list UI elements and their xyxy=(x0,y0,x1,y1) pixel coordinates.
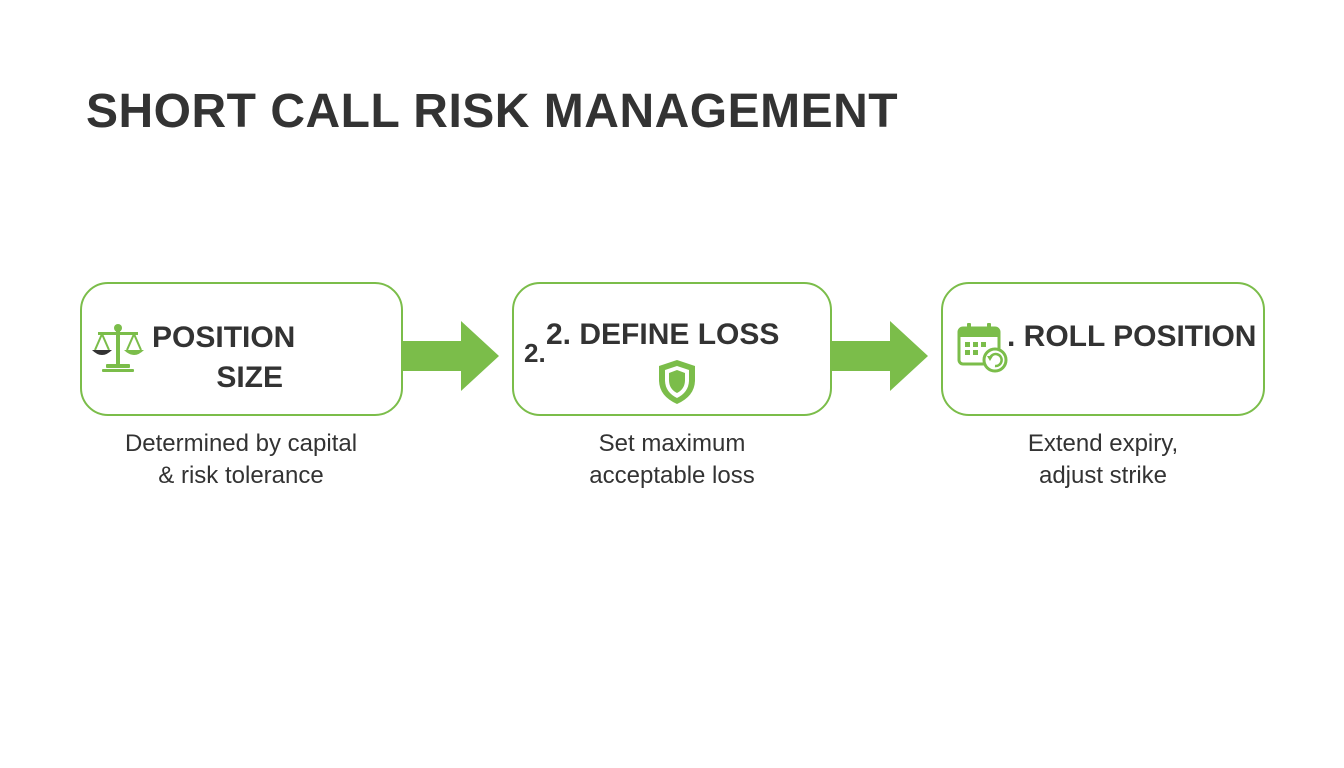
step-define-loss: 2. 2. DEFINE LOSS xyxy=(512,282,832,416)
step-1-desc-line2: & risk tolerance xyxy=(158,462,324,489)
balance-scale-icon xyxy=(90,322,146,379)
step-2-title: 2. DEFINE LOSS xyxy=(546,318,780,351)
step-3-desc-line2: adjust strike xyxy=(1038,462,1168,489)
flow-arrow-2 xyxy=(832,321,930,396)
step-3-description: Extend expiry, adjust strike xyxy=(933,428,1273,492)
page-title: SHORT CALL RISK MANAGEMENT xyxy=(86,85,899,138)
step-1-title-line1: POSITION xyxy=(152,321,296,354)
step-1-title-line2: SIZE xyxy=(216,361,284,394)
step-roll-position: . ROLL POSITION xyxy=(941,282,1265,416)
step-1-desc-line1: Determined by capital xyxy=(124,430,358,457)
step-2-desc-line1: Set maximum xyxy=(598,430,746,457)
shield-icon xyxy=(656,358,698,411)
flow-arrow-1 xyxy=(403,321,501,396)
step-1-description: Determined by capital & risk tolerance xyxy=(71,428,411,492)
step-position-size: POSITION SIZE xyxy=(80,282,403,416)
step-3-title: . ROLL POSITION xyxy=(1007,320,1257,353)
step-2-prefix: 2. xyxy=(524,338,546,368)
step-2-desc-line2: acceptable loss xyxy=(589,462,755,489)
calendar-icon xyxy=(957,322,1011,379)
step-3-desc-line1: Extend expiry, xyxy=(1027,430,1179,457)
step-1-title: POSITION SIZE xyxy=(152,318,295,398)
step-2-description: Set maximum acceptable loss xyxy=(502,428,842,492)
